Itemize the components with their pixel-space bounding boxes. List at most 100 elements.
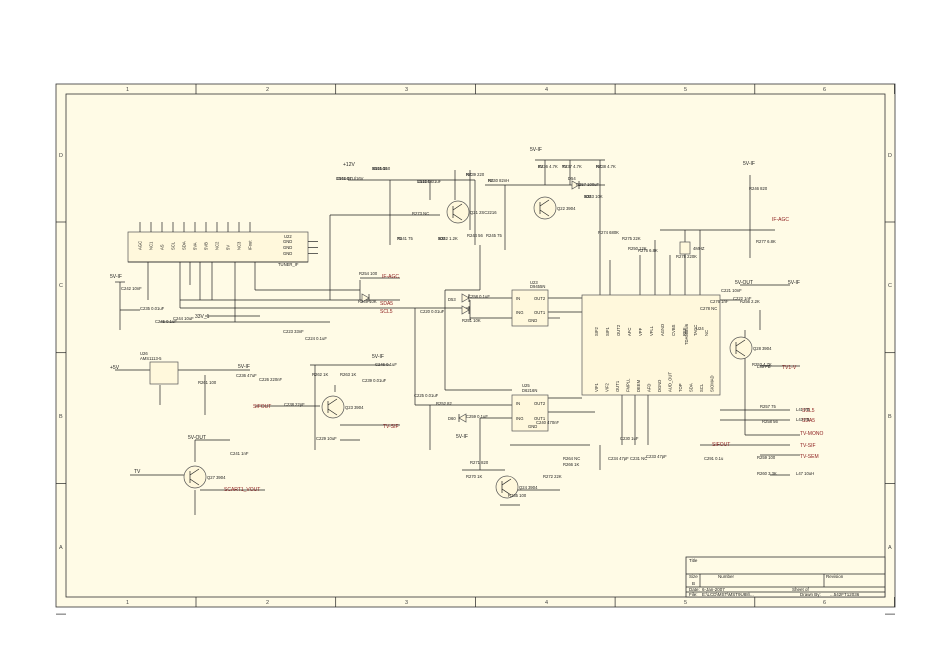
component-value: C257 100uF [576, 182, 599, 187]
component-value: R262 1K [312, 372, 329, 377]
net-tv-sem: TV-SEM [800, 454, 819, 460]
net-scl5-right: SCL5 [802, 408, 815, 414]
component-value: R258 56 [762, 419, 779, 424]
main-ic-pin-top: OUT2 [616, 324, 621, 336]
component-value: R241 75 [397, 236, 414, 241]
file-value: E:\LCD\MST\MST9U88\... [702, 592, 754, 597]
main-ic-pin-bottom: OUT1 [615, 380, 620, 392]
component-value: C223 33nF [283, 329, 304, 334]
drawn-value: ...542FT12036 [830, 592, 860, 597]
u25-ref: U25 [522, 383, 530, 388]
main-ic-pin-bottom: AUD_OUT [668, 372, 673, 392]
wiring [115, 159, 800, 515]
component-value: C229 10uF [316, 436, 337, 441]
zone-col-top: 2 [266, 87, 269, 93]
revision-label: Revision [826, 574, 844, 579]
main-ic-pin-top: VPF [638, 327, 643, 336]
net-sifout-left: SIFOUT [253, 404, 271, 410]
component-value: C235 0.01uF [140, 306, 165, 311]
component-value: 75 [397, 236, 402, 241]
component-value: C239 0.01uF [362, 378, 387, 383]
tuner-pin-label: GND [283, 245, 292, 250]
u25-pin-in: IN [516, 401, 520, 406]
title-label: Title [689, 558, 698, 563]
main-ic-pin-bottom: AFD [647, 384, 652, 392]
power-5v-left: +5V [110, 365, 120, 371]
transistor-q22 [533, 196, 557, 220]
tuner-pin-label: 5VB [204, 242, 209, 250]
component-value: R263 1K [340, 372, 357, 377]
component-value: TV [562, 164, 568, 169]
tuner-pin-label: NC1 [149, 241, 154, 250]
component-value: L45 FB [757, 364, 771, 369]
main-ic-pin-bottom: SDA [689, 383, 694, 392]
transistor-q28 [729, 336, 753, 360]
main-ic-part: TDA9885/6 [684, 323, 689, 345]
zone-row-right: C [888, 283, 892, 289]
title-block: Title Size B Number Revision Date: 6-Jan… [685, 556, 886, 598]
component-value: C234 47pF [608, 456, 629, 461]
component-value: C242 10nF [121, 286, 142, 291]
net-sda5-left: SDA5 [380, 301, 393, 307]
component-value: NC [488, 178, 494, 183]
tuner-pin-label: GND [283, 239, 292, 244]
u23-pin-out2: OUT2 [534, 296, 546, 301]
power-labels: +12V 5V-IF 5V-IF 5V-OUT 5V-IF 5V-IF +5V … [110, 147, 800, 441]
component-value: C221 10nF [721, 288, 742, 293]
component-value: C264 47U/16V [336, 176, 364, 181]
power-5vif-lower: 5V-IF [456, 434, 468, 440]
component-value: R273 NC [412, 211, 429, 216]
date-value: 6-Jan-2007 [702, 587, 725, 592]
tuner-pin-label: SCL [171, 241, 176, 250]
main-ic-pin-top: CVBS [671, 324, 676, 336]
net-tv-sif-left: TV-SIF [383, 424, 399, 430]
zone-col-bottom: 4 [545, 600, 548, 606]
component-value: R278 220K [676, 254, 697, 259]
net-sifout-right: SIFOUT [712, 442, 730, 448]
transistor-label: Q22 3904 [557, 206, 576, 211]
power-5vif-top: 5V-IF [530, 147, 542, 153]
zone-row-right: A [888, 545, 892, 551]
u23-ref: U23 [530, 280, 538, 285]
transistor-q21 [446, 200, 470, 224]
tuner-ref: U22 [284, 234, 292, 239]
component-value: R256 2.2K [740, 299, 760, 304]
component-value: C230 1uF [620, 436, 639, 441]
component-value: NC [466, 172, 472, 177]
main-ic-pin-top: VFLL [649, 325, 654, 336]
component-value: C291 0.1u [704, 456, 724, 461]
component-value: L41 FB [796, 407, 810, 412]
zone-row-left: C [59, 283, 63, 289]
zone-col-bottom: 3 [405, 600, 408, 606]
component-value: R264 NC [563, 456, 580, 461]
power-5vif-reg: 5V-IF [238, 364, 250, 370]
main-ic-pin-bottom: VIF2 [605, 382, 610, 392]
main-ic-pin-bottom: FMPLL [626, 378, 631, 392]
transistor-q23 [321, 395, 345, 419]
component-value: R244 56 [467, 233, 484, 238]
component-value: C222 1nF [733, 296, 752, 301]
component-value: R275 22K [622, 236, 641, 241]
file-label: File: [689, 592, 698, 597]
power-12v: +12V [343, 162, 355, 168]
component-value: R271 820 [470, 460, 489, 465]
zone-col-top: 3 [405, 87, 408, 93]
component-value: R253 4.7K [752, 362, 772, 367]
component-value: 100 [438, 236, 446, 241]
date-label: Date: [689, 587, 700, 592]
component-value: C278 NC [700, 306, 717, 311]
component-value: R251 10K [462, 318, 481, 323]
power-5vif-left: 5V-IF [110, 274, 122, 280]
tuner-pin-label: NC2 [215, 241, 220, 250]
net-if-agc-right: IF-AGC [772, 217, 789, 223]
tuner-pin-label: GND [283, 251, 292, 256]
zone-col-top: 6 [823, 87, 826, 93]
component-value: C210 0.01uF [417, 179, 442, 184]
u26-part: AMS1113-5 [140, 356, 162, 361]
zone-col-top: 4 [545, 87, 548, 93]
u23-pin-ing: ING [516, 310, 523, 315]
main-ic-pin-bottom: DGND [657, 380, 662, 392]
